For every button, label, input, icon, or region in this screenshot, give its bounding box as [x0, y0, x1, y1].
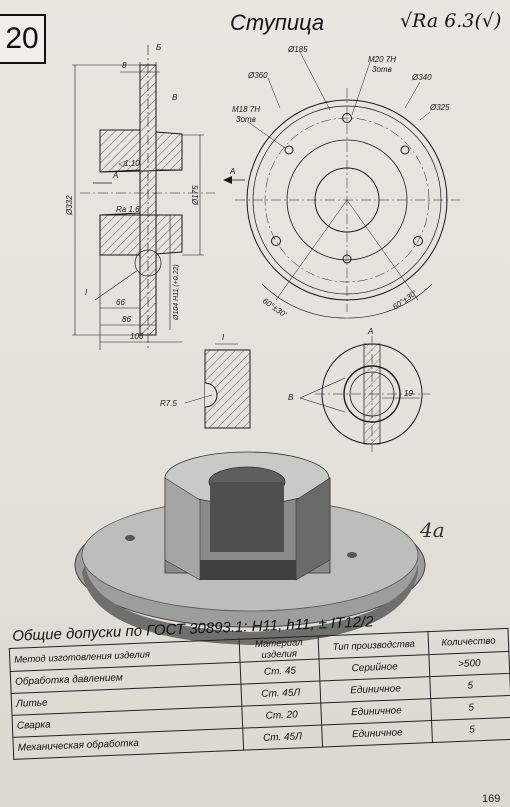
row-material: Ст. 45 — [239, 659, 321, 685]
label-a: A — [112, 171, 118, 180]
roughness-symbol: (√) — [474, 10, 502, 32]
row-material: Ст. 45Л — [240, 681, 322, 707]
hub-upper-section — [99, 129, 141, 173]
tolerance-block: Общие допуски по ГОСТ 30893.1: H11, h11,… — [8, 607, 510, 807]
roughness-value: Ra 6.3 — [412, 10, 475, 32]
hole-m20-2 — [271, 236, 281, 246]
dim-dia-175: Ø175 — [191, 185, 200, 206]
arrow-a-label: A — [229, 167, 235, 176]
row-quantity: >500 — [429, 651, 510, 677]
label-v: В — [172, 93, 178, 102]
root-sign-icon: √ — [400, 10, 413, 32]
dim-m18-holes: 3отв — [236, 115, 256, 124]
dim-len-66: 66 — [116, 298, 125, 307]
angle-left: 60°±30' — [261, 296, 289, 319]
part-title: Ступица — [230, 10, 325, 35]
hole-m18-2 — [400, 145, 410, 155]
manufacturing-table: Метод изготовления изделия Материал изде… — [9, 628, 510, 760]
detail-radius: R7.5 — [160, 399, 177, 408]
hole-m20-1 — [342, 113, 352, 123]
detail-i-label: I — [222, 333, 225, 342]
dim-width-8: 8 — [122, 61, 127, 70]
dim-len-86: 86 — [122, 315, 131, 324]
header-material: Материал изделия — [238, 636, 320, 663]
sheet-number: 20 — [0, 14, 46, 64]
detail-view — [184, 343, 251, 429]
detail-i-callout: I — [85, 288, 88, 297]
end-view — [235, 51, 460, 319]
row-production: Единичное — [322, 720, 433, 747]
dim-dia-325: Ø325 — [429, 103, 450, 112]
section-labels: 8 Б В ◁1:10 A Ø332 Ø175 Ra 1.6 Ø104 H11 … — [65, 43, 200, 341]
dim-dia-360: Ø360 — [247, 71, 268, 80]
hole-m20-3 — [413, 236, 423, 246]
hub-upper-right — [155, 131, 183, 171]
row-material: Ст. 20 — [241, 702, 323, 729]
handwritten-note: 4a — [420, 518, 445, 542]
dim-dia-340: Ø340 — [411, 73, 432, 82]
isometric-render — [74, 451, 426, 645]
row-quantity: 5 — [430, 695, 510, 721]
dim-dia-185: Ø185 — [287, 45, 308, 54]
end-view-labels: Ø185 M20 7H 3отв Ø360 Ø340 M18 7H 3отв Ø… — [229, 45, 450, 319]
header-quantity: Количество — [428, 628, 509, 655]
dim-len-106: 106 — [130, 332, 144, 341]
roughness-16: Ra 1.6 — [116, 205, 140, 214]
view-a — [299, 336, 430, 452]
view-a-dim-19: 19 — [404, 389, 413, 398]
view-a-labels: A B 19 — [288, 327, 413, 402]
taper-mark: ◁1:10 — [118, 159, 140, 168]
dim-dia-332: Ø332 — [65, 195, 74, 216]
label-b-top: Б — [156, 43, 161, 52]
dim-dia-104: Ø104 H11 (+0.22) — [173, 264, 180, 321]
row-quantity: 5 — [431, 717, 510, 743]
dim-m20: M20 7H — [368, 55, 396, 64]
angle-right: 60°±30' — [391, 289, 419, 312]
detail-labels: I R7.5 — [160, 333, 225, 408]
view-a-label: A — [367, 327, 373, 336]
section-view — [72, 45, 245, 350]
view-a-arrow-b: B — [288, 393, 294, 402]
hole-m18-1 — [284, 145, 294, 155]
row-quantity: 5 — [429, 673, 510, 699]
roughness-mark: √Ra 6.3(√) — [400, 10, 501, 32]
dim-m18: M18 7H — [232, 105, 260, 114]
dim-m20-holes: 3отв — [372, 65, 392, 74]
row-material: Ст. 45Л — [242, 724, 323, 751]
hole-m18-3 — [342, 254, 352, 264]
hub-lower-section — [99, 212, 141, 256]
hub-lower-right — [155, 214, 183, 255]
page-number: 169 — [482, 793, 501, 805]
